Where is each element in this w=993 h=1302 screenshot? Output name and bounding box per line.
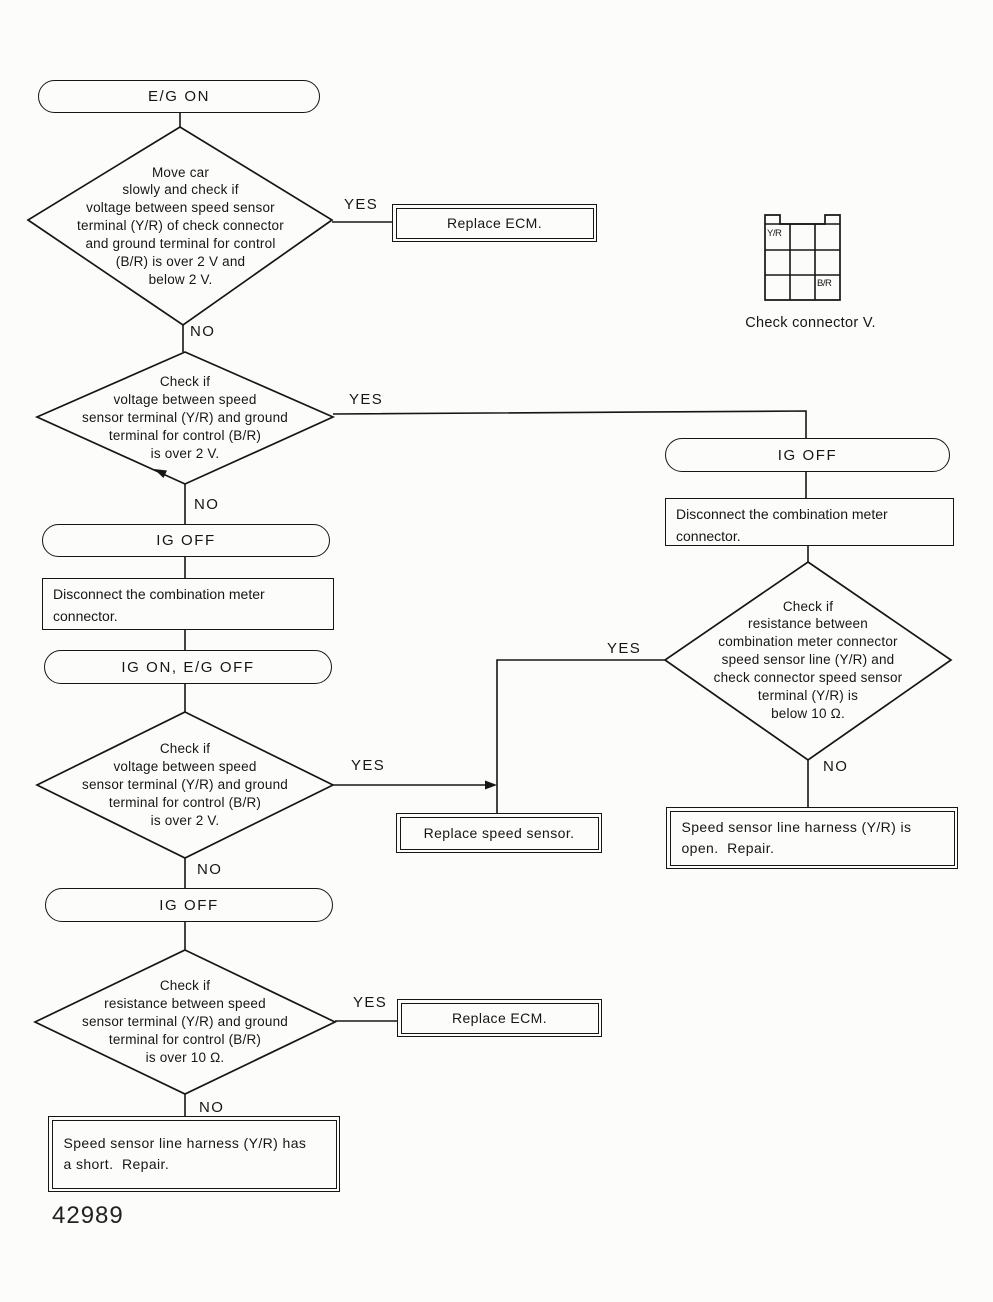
decision-1-shape xyxy=(26,126,334,327)
connector-pin-br-label: B/R xyxy=(817,278,832,289)
figure-number: 42989 xyxy=(52,1202,124,1229)
action-short-repair: Speed sensor line harness (Y/R) has a sh… xyxy=(48,1116,340,1192)
branch-label-yes-5: YES xyxy=(607,640,642,657)
action-replace-ecm-2: Replace ECM. xyxy=(397,999,602,1037)
terminal-ig-off-right: IG OFF xyxy=(665,438,950,472)
arrowhead-decision-2-edge xyxy=(154,469,167,478)
terminal-ig-off-left-2: IG OFF xyxy=(45,888,333,922)
action-replace-ecm-1-text: Replace ECM. xyxy=(395,207,594,239)
process-disconnect-left: Disconnect the combination meter connect… xyxy=(42,578,334,630)
arrowhead-yes3-junction xyxy=(485,780,497,790)
decision-3-text: Check if voltage between speed sensor te… xyxy=(82,741,288,828)
branch-label-yes-2: YES xyxy=(349,391,384,408)
branch-label-no-1: NO xyxy=(190,323,216,340)
action-replace-speed-sensor: Replace speed sensor. xyxy=(396,813,602,853)
connector-pin-yr-label: Y/R xyxy=(767,228,782,239)
branch-label-no-2: NO xyxy=(194,496,220,513)
branch-label-no-3: NO xyxy=(197,861,223,878)
terminal-eg-on: E/G ON xyxy=(38,80,320,113)
branch-label-no-5: NO xyxy=(823,758,849,775)
decision-2-shape xyxy=(34,351,336,485)
branch-label-yes-3: YES xyxy=(351,757,386,774)
action-replace-speed-sensor-text: Replace speed sensor. xyxy=(399,816,599,850)
decision-4-text: Check if resistance between speed sensor… xyxy=(82,978,288,1065)
decision-2-text: Check if voltage between speed sensor te… xyxy=(82,374,288,461)
terminal-ig-off-left-1: IG OFF xyxy=(42,524,330,557)
action-replace-ecm-1: Replace ECM. xyxy=(392,204,597,242)
action-open-repair: Speed sensor line harness (Y/R) is open.… xyxy=(666,807,958,869)
decision-4-shape xyxy=(33,949,337,1095)
action-replace-ecm-2-text: Replace ECM. xyxy=(400,1002,599,1034)
action-short-repair-text: Speed sensor line harness (Y/R) has a sh… xyxy=(51,1119,337,1189)
decision-5-text: Check if resistance between combination … xyxy=(713,598,903,721)
action-open-repair-text: Speed sensor line harness (Y/R) is open.… xyxy=(669,810,955,866)
branch-label-yes-4: YES xyxy=(353,994,388,1011)
process-disconnect-right: Disconnect the combination meter connect… xyxy=(665,498,954,546)
decision-3-shape xyxy=(35,711,335,859)
terminal-ig-on-eg-off: IG ON, E/G OFF xyxy=(44,650,332,684)
connector-caption: Check connector V. xyxy=(745,315,876,331)
decision-1-text: Move car slowly and check if voltage bet… xyxy=(77,164,284,287)
flow-connector-lines xyxy=(179,113,809,1116)
check-connector-grid xyxy=(765,223,840,300)
decision-5-shape xyxy=(663,560,953,762)
branch-label-yes-1: YES xyxy=(344,196,379,213)
branch-label-no-4: NO xyxy=(199,1099,225,1116)
